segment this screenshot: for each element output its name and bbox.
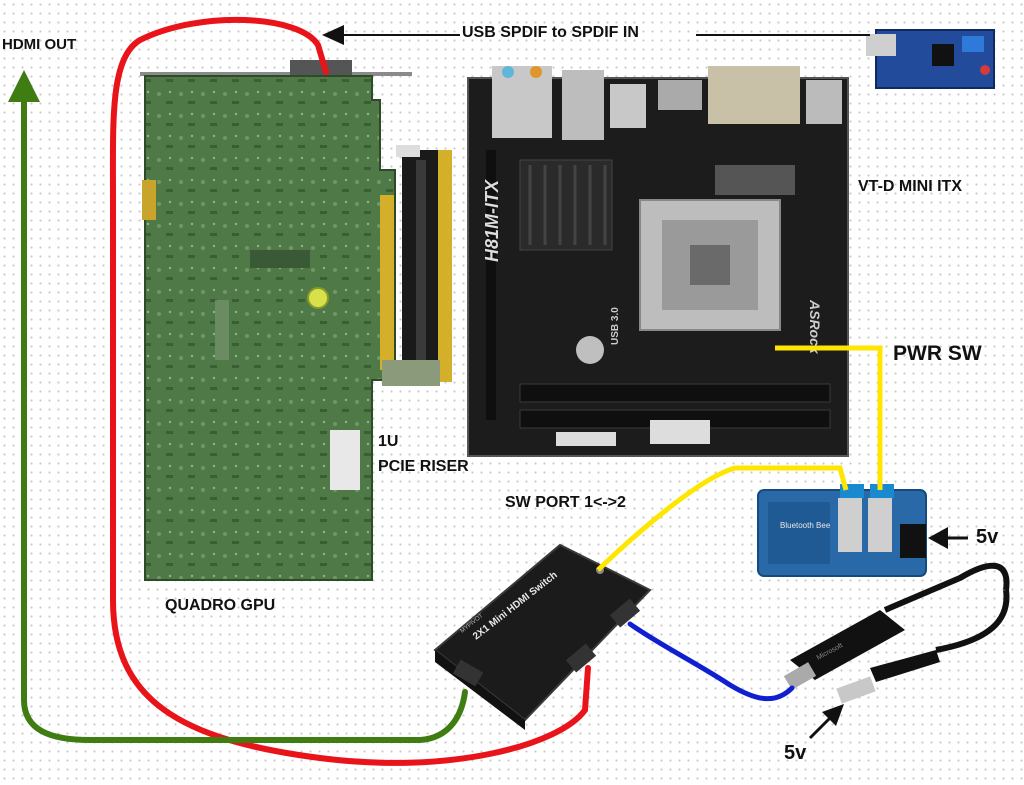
riser-1u-label: 1U xyxy=(378,433,399,450)
green-hdmi-cable xyxy=(21,97,468,743)
usb-spdif-label: USB SPDIF to SPDIF IN xyxy=(462,24,639,41)
pwr-sw-label: PWR SW xyxy=(893,342,982,365)
blue-hdmi-cable xyxy=(627,621,795,702)
vtd-mini-itx-label: VT-D MINI ITX xyxy=(858,178,962,195)
motherboard: H81M-ITX ASRock USB 3.0 xyxy=(467,66,849,457)
power-5v-relay-label: 5v xyxy=(976,526,999,548)
quadro-gpu-label: QUADRO GPU xyxy=(165,597,276,614)
up-right-arrow-icon xyxy=(808,704,844,740)
left-arrow-icon xyxy=(322,25,870,45)
usb-ports xyxy=(562,70,604,140)
dvi-port xyxy=(708,66,800,124)
relay-board: Bluetooth Bee xyxy=(757,484,927,577)
motherboard-brand-label: ASRock xyxy=(807,299,823,355)
up-arrow-icon xyxy=(8,70,40,102)
wireless-display-adapter: Microsoft xyxy=(783,562,1010,704)
cmos-battery xyxy=(576,336,604,364)
usb-spdif-module xyxy=(866,29,995,89)
pcie-riser-label: PCIE RISER xyxy=(378,458,469,475)
yellow-pwr-wire xyxy=(775,345,883,490)
left-arrow-icon xyxy=(928,527,968,549)
sw-port-label: SW PORT 1<->2 xyxy=(505,494,626,511)
audio-jacks xyxy=(492,66,552,138)
usb3-label: USB 3.0 xyxy=(610,307,621,345)
relay-brand-label: Bluetooth Bee xyxy=(780,521,831,530)
motherboard-model-label: H81M-ITX xyxy=(482,179,502,262)
pcie-riser xyxy=(382,145,452,386)
quadro-gpu-card xyxy=(140,60,412,581)
hdmi-switch: 2X1 Mini HDMI Switch MYPIVOT xyxy=(433,543,652,730)
power-5v-usb-label: 5v xyxy=(784,742,807,764)
hdmi-out-label: HDMI OUT xyxy=(2,36,77,53)
yellow-switch-wire xyxy=(596,465,849,572)
red-hdmi-cable xyxy=(109,16,591,766)
